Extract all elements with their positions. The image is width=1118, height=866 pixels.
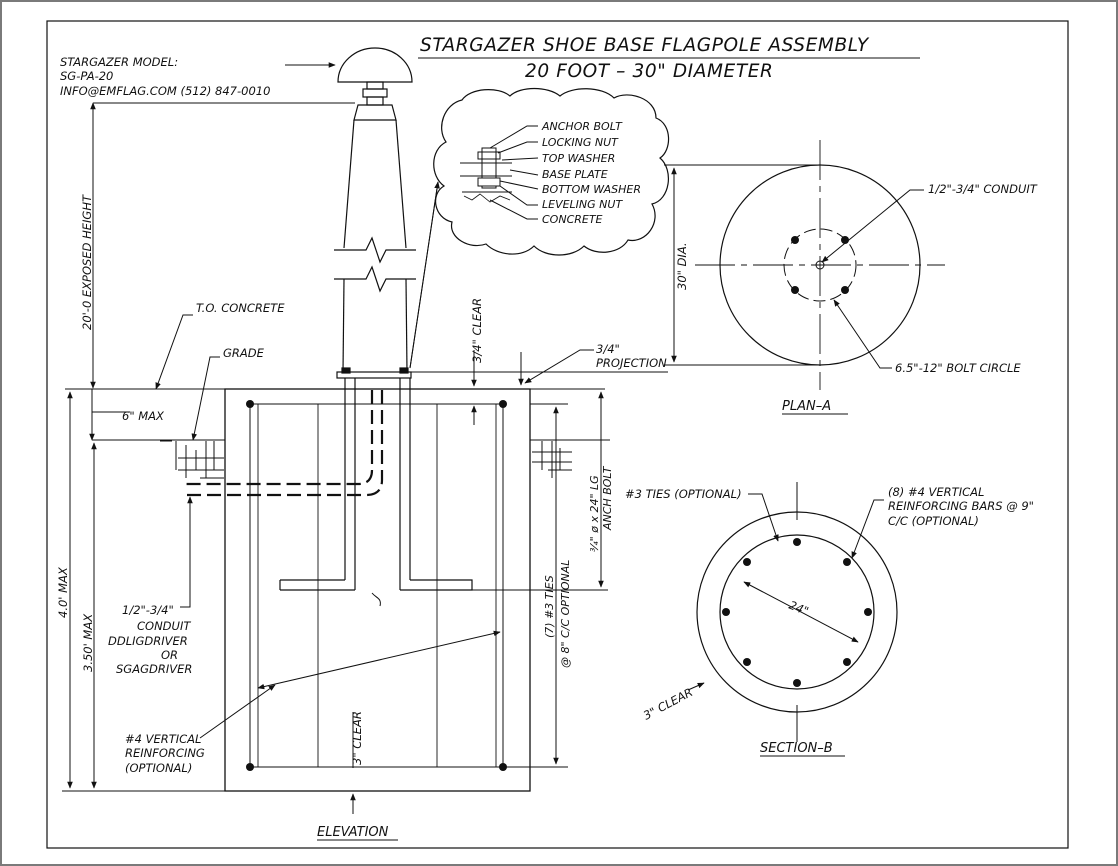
grade-label: GRADE — [223, 346, 265, 360]
three-fifty-max-label: 3.50' MAX — [81, 613, 95, 672]
six-max-label: 6" MAX — [122, 409, 165, 423]
reinf-label-2: REINFORCING — [125, 746, 205, 760]
section-rebar-dot — [843, 558, 851, 566]
contact-info: INFO@EMFLAG.COM (512) 847-0010 — [60, 84, 270, 98]
anchor-bolt-label: ANCH BOLT — [601, 465, 614, 531]
title-block: STARGAZER SHOE BASE FLAGPOLE ASSEMBLY 20… — [418, 35, 920, 82]
section-rebar-dot — [793, 679, 801, 687]
clear-top-label: 3/4" CLEAR — [470, 298, 484, 363]
model-number: SG-PA-20 — [60, 69, 113, 83]
model-label: STARGAZER MODEL: — [60, 55, 178, 69]
projection-label: PROJECTION — [596, 356, 667, 370]
reinf-label-1: #4 VERTICAL — [125, 732, 201, 746]
plan-dia-label: 30" DIA. — [675, 242, 689, 290]
rebar-dot — [246, 763, 254, 771]
bolt-dot — [791, 286, 799, 294]
title-line1: STARGAZER SHOE BASE FLAGPOLE ASSEMBLY — [420, 35, 870, 56]
section-b — [687, 482, 898, 742]
anchor-bolt-size: ¾" ø x 24" LG — [588, 475, 601, 552]
section-bars-label-1: (8) #4 VERTICAL — [888, 485, 984, 499]
four-max-label: 4.0' MAX — [56, 566, 70, 618]
anchor-detail-bubble: ANCHOR BOLT LOCKING NUT TOP WASHER BASE … — [433, 87, 670, 256]
plan-a — [664, 140, 945, 390]
rebar-dot — [499, 400, 507, 408]
plan-conduit-label: 1/2"-3/4" CONDUIT — [928, 182, 1038, 196]
detail-item: LEVELING NUT — [542, 198, 623, 211]
bolt-dot — [841, 236, 849, 244]
rebar-dot — [246, 400, 254, 408]
title-line2: 20 FOOT – 30" DIAMETER — [525, 61, 773, 82]
section-rebar-dot — [864, 608, 872, 616]
section-diameter-label: 24" — [787, 598, 811, 618]
section-bars-label-3: C/C (OPTIONAL) — [888, 514, 979, 528]
detail-item: ANCHOR BOLT — [541, 120, 623, 133]
section-b-caption: SECTION–B — [760, 741, 833, 756]
elevation-caption: ELEVATION — [317, 825, 389, 840]
conduit-label: CONDUIT — [137, 619, 191, 633]
projection-value: 3/4" — [596, 342, 620, 356]
ties-spacing-label: @ 8" C/C OPTIONAL — [559, 560, 572, 668]
plan-bolt-circle-label: 6.5"-12" BOLT CIRCLE — [895, 361, 1021, 375]
section-rebar-dot — [843, 658, 851, 666]
to-concrete-label: T.O. CONCRETE — [196, 301, 285, 315]
drawing-border — [46, 20, 1069, 849]
conduit-or: OR — [161, 648, 178, 662]
bolt-dot — [791, 236, 799, 244]
section-bars-label-2: REINFORCING BARS @ 9" — [888, 499, 1034, 513]
foundation-elevation — [65, 378, 610, 792]
detail-item: BASE PLATE — [542, 168, 608, 181]
bolt-dot — [841, 286, 849, 294]
conduit-driver-1: DDLIGDRIVER — [108, 634, 188, 648]
plan-a-caption: PLAN–A — [782, 399, 831, 414]
clear-mid-label: 3" CLEAR — [350, 711, 364, 765]
section-rebar-dot — [743, 558, 751, 566]
detail-item: TOP WASHER — [542, 152, 615, 165]
detail-item: BOTTOM WASHER — [542, 183, 641, 196]
section-rebar-dot — [743, 658, 751, 666]
exposed-height-label: 20'-0 EXPOSED HEIGHT — [80, 194, 94, 330]
section-rebar-dot — [793, 538, 801, 546]
flagpole — [334, 47, 416, 379]
ties-label: (7) #3 TIES — [543, 575, 556, 638]
detail-item: CONCRETE — [542, 213, 603, 226]
conduit-size-label: 1/2"-3/4" — [122, 603, 174, 617]
section-rebar-dot — [722, 608, 730, 616]
conduit-driver-2: SGAGDRIVER — [116, 662, 192, 676]
finial-ball — [337, 47, 413, 83]
model-info: STARGAZER MODEL: SG-PA-20 INFO@EMFLAG.CO… — [60, 55, 336, 98]
detail-item: LOCKING NUT — [542, 136, 619, 149]
section-ties-label: #3 TIES (OPTIONAL) — [625, 487, 742, 501]
reinf-label-3: (OPTIONAL) — [125, 761, 192, 775]
